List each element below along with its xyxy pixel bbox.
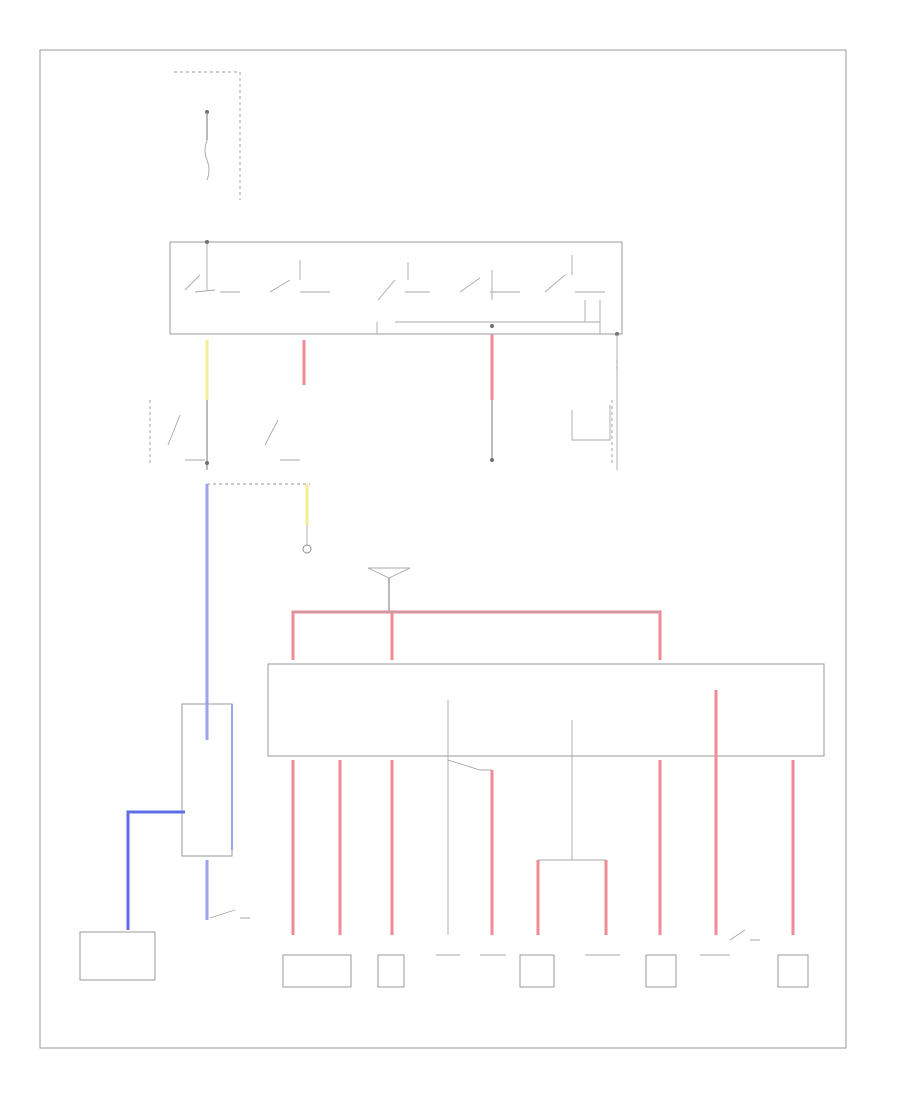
load-components xyxy=(282,954,809,988)
ignition-switch-box xyxy=(169,240,623,336)
relay-cluster xyxy=(149,400,613,485)
diagram-frame xyxy=(39,49,847,1049)
component-box xyxy=(377,954,405,988)
left-blue-feed xyxy=(79,484,250,981)
blue-wire-dark xyxy=(126,810,185,930)
component-box xyxy=(519,954,555,988)
mid-power-source xyxy=(367,567,411,612)
component-box xyxy=(645,954,677,988)
fuse-block-bus xyxy=(267,610,825,771)
red-bus-bar xyxy=(291,610,662,660)
top-power-feed xyxy=(174,71,241,200)
switch-output-wires xyxy=(205,334,618,470)
switch-contacts xyxy=(184,240,619,336)
branch-circuits xyxy=(291,690,795,941)
component-box xyxy=(282,954,352,988)
component-box xyxy=(777,954,809,988)
yellow-ground-branch xyxy=(302,484,312,554)
